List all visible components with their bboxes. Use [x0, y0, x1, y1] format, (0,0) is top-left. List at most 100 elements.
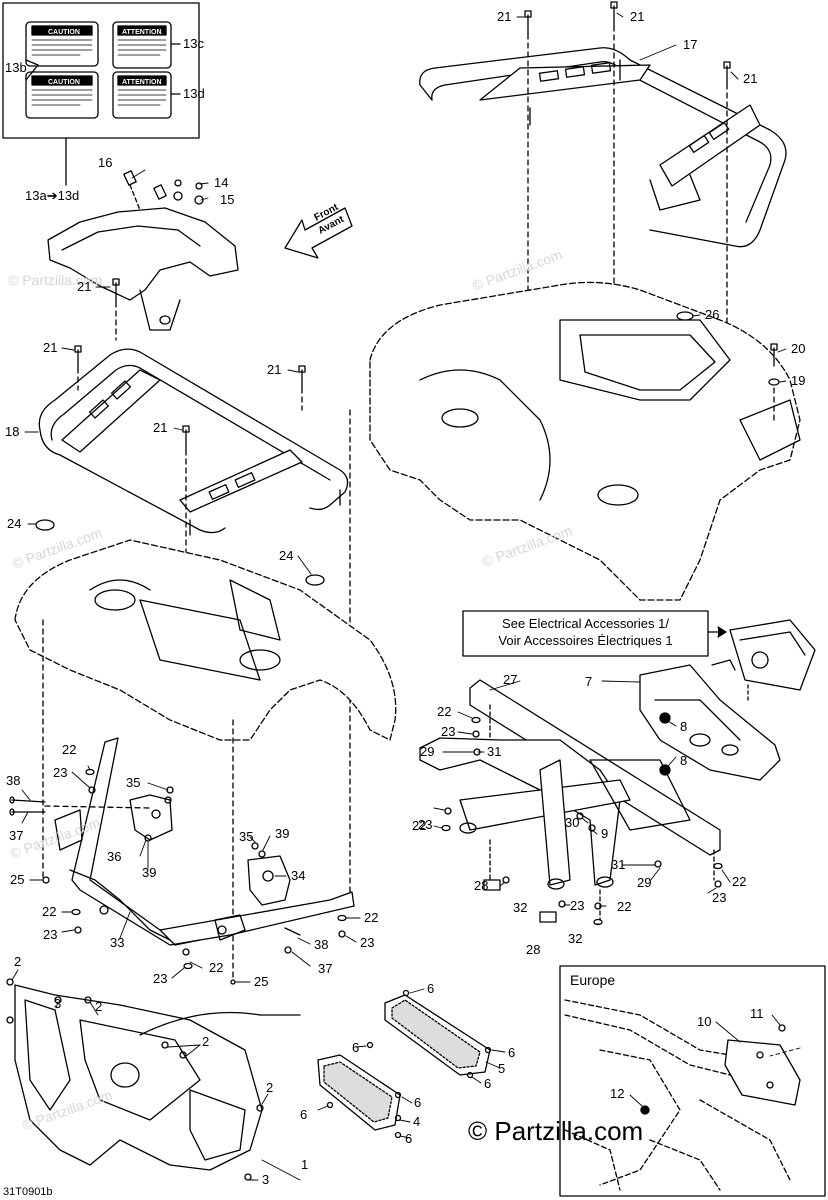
decal-13a-header: CAUTION [48, 29, 80, 36]
callout-13a-13d: 13a➔13d [25, 188, 80, 203]
callout-23: 23 [360, 935, 375, 950]
bolt-21-front [112, 278, 120, 341]
decal-13b-header: CAUTION [48, 79, 80, 86]
callout-38: 38 [314, 937, 329, 952]
callout-22: 22 [364, 910, 379, 925]
callout-22: 22 [412, 818, 427, 833]
callout-3: 3 [262, 1172, 270, 1187]
callout-32: 32 [568, 931, 583, 946]
callout-34: 34 [291, 868, 306, 883]
callout-12: 12 [610, 1086, 625, 1101]
nut-12 [640, 1105, 650, 1115]
callout-31: 31 [611, 857, 626, 872]
decal-13d [112, 71, 172, 119]
callout-16: 16 [98, 155, 113, 170]
callout-21: 21 [497, 9, 512, 24]
callout-32: 32 [513, 900, 528, 915]
callout-21: 21 [43, 340, 58, 355]
callout-6: 6 [352, 1040, 360, 1055]
callout-20: 20 [791, 341, 806, 356]
callout-2: 2 [14, 954, 22, 969]
callout-19: 19 [791, 373, 806, 388]
callout-6: 6 [414, 1095, 422, 1110]
bracket-28a [483, 879, 501, 891]
callout-22: 22 [617, 899, 632, 914]
callout-29: 29 [637, 875, 652, 890]
callout-28: 28 [526, 942, 541, 957]
front-storage-cover [47, 207, 239, 331]
callout-31: 31 [487, 744, 502, 759]
mesh-fasteners [326, 989, 492, 1139]
callout-11: 11 [750, 1006, 764, 1021]
europe-inset [559, 965, 826, 1197]
fastener-16 [123, 170, 167, 211]
callout-17: 17 [683, 37, 698, 52]
callout-38: 38 [6, 773, 21, 788]
callout-21: 21 [267, 362, 282, 377]
callout-6: 6 [427, 981, 435, 996]
callout-22: 22 [209, 960, 224, 975]
callout-39: 39 [275, 826, 290, 841]
screw-11 [778, 1024, 786, 1032]
mesh-panel-5 [384, 994, 491, 1076]
rear-frame [419, 679, 721, 921]
callout-5: 5 [498, 1061, 506, 1076]
callout-36: 36 [107, 849, 122, 864]
washer-19 [768, 378, 780, 386]
callout-2: 2 [202, 1034, 210, 1049]
callout-23: 23 [570, 898, 585, 913]
callout-13b: 13b [5, 60, 27, 75]
callout-7: 7 [585, 674, 593, 689]
callout-2: 2 [266, 1080, 274, 1095]
callout-8: 8 [680, 753, 688, 768]
decal-13a [25, 21, 99, 67]
see-note-box [462, 610, 709, 657]
callout-22: 22 [42, 904, 57, 919]
callout-22: 22 [437, 704, 452, 719]
decal-box [2, 2, 200, 139]
license-plate-bracket-10 [724, 1039, 801, 1106]
callout-37: 37 [318, 961, 333, 976]
washer-14 [195, 182, 203, 190]
callout-24: 24 [7, 516, 22, 531]
callout-25: 25 [254, 974, 269, 989]
see-note-line-1: See Electrical Accessories 1/ [502, 616, 669, 631]
callout-6: 6 [508, 1045, 516, 1060]
callout-23: 23 [153, 971, 168, 986]
plug-26 [676, 311, 694, 321]
front-grille [14, 984, 301, 1171]
callout-21: 21 [743, 71, 758, 86]
callout-8: 8 [680, 719, 688, 734]
rear-rack [419, 47, 787, 248]
tail-light [711, 619, 816, 701]
callout-24: 24 [279, 548, 294, 563]
plug-24-left [35, 519, 55, 531]
rear-fender [369, 281, 801, 601]
decal-13c [112, 21, 172, 69]
callout-29: 29 [420, 744, 435, 759]
decal-13c-header: ATTENTION [122, 29, 162, 36]
front-frame [54, 737, 355, 946]
callout-2: 2 [95, 999, 103, 1014]
nut-14 [174, 179, 182, 187]
callout-6: 6 [405, 1131, 413, 1146]
tail-light-cover-7 [639, 664, 781, 781]
callout-22: 22 [732, 874, 747, 889]
diagram-part-number: 31T0901b [3, 1186, 53, 1198]
decal-13b [25, 71, 99, 119]
callout-26: 26 [705, 307, 720, 322]
callout-18: 18 [5, 424, 20, 439]
see-note-line-2: Voir Accessoires Électriques 1 [498, 633, 673, 648]
europe-frame [564, 999, 791, 1191]
watermark: © Partzilla.com [8, 272, 103, 288]
callout-25: 25 [10, 872, 25, 887]
mesh-panel-4 [317, 1054, 401, 1131]
inset-title: Europe [570, 972, 616, 988]
callout-14: 14 [214, 175, 229, 190]
callout-21: 21 [77, 279, 92, 294]
callout-23: 23 [712, 890, 727, 905]
callout-13c: 13c [183, 36, 204, 51]
callout-35: 35 [126, 775, 141, 790]
bolt-38-37-left [9, 796, 151, 884]
